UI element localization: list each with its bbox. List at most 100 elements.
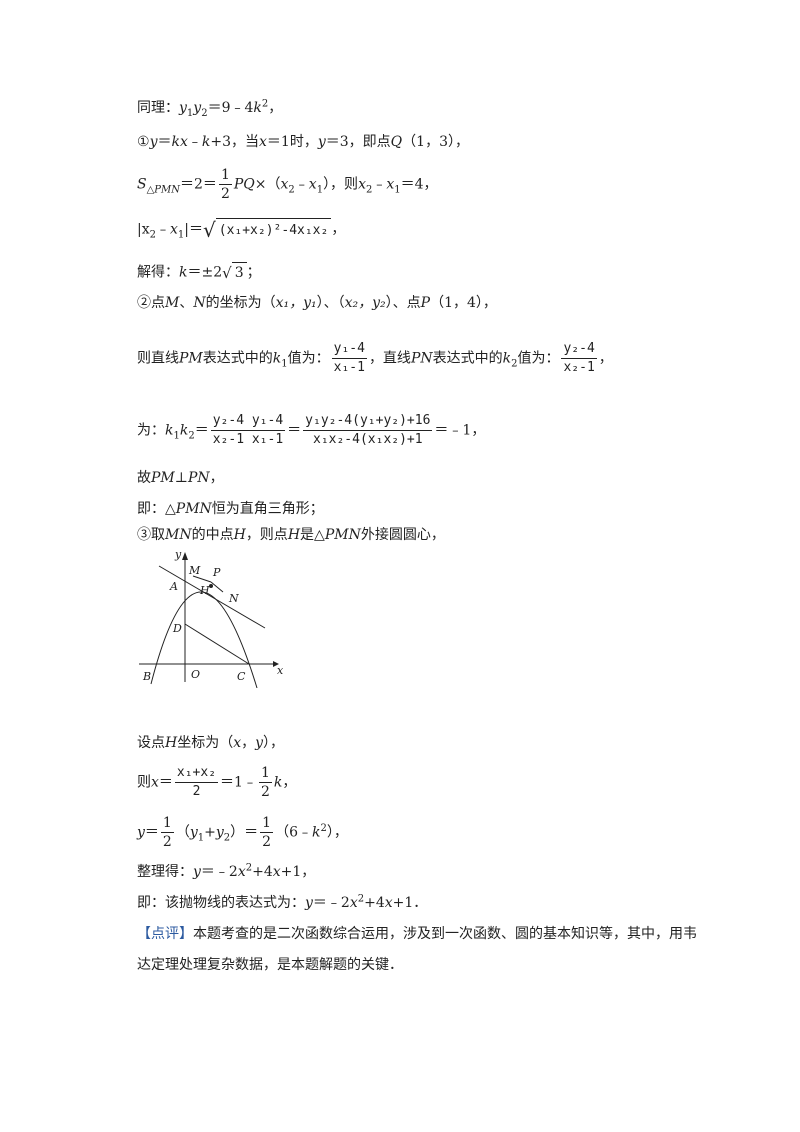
text: ）＝ [230, 824, 259, 841]
text: 即：△ [137, 501, 176, 517]
text: 、 [179, 295, 194, 311]
numerator: y₁-4 [331, 340, 367, 359]
var: k [179, 422, 189, 439]
sub: 2 [201, 107, 208, 119]
label-x: x [277, 664, 284, 677]
parabola-curve [150, 591, 258, 689]
label-o: O [191, 668, 200, 681]
text: ﹣ [294, 176, 309, 193]
text: ，直线 [368, 350, 411, 367]
text: 即：该抛物线的表达式为： [137, 895, 305, 911]
line-an [158, 565, 266, 629]
text: ＝4， [400, 176, 438, 193]
text: ，则点 [245, 527, 288, 543]
text: ）， [263, 735, 285, 751]
text: 则 [137, 774, 151, 791]
var: H [233, 527, 246, 543]
text: 表达式中的 [202, 350, 273, 367]
var: k [179, 264, 188, 281]
square-root: √(x₁+x₂)²-4x₁x₂ [203, 218, 332, 242]
text: 则直线 [137, 350, 179, 367]
sub: 1 [316, 184, 324, 196]
text: 同理： [137, 100, 179, 116]
var: H [165, 735, 178, 751]
line-9: 故PM⊥PN， [137, 468, 224, 488]
var: PN [410, 350, 433, 367]
text: +1． [392, 895, 428, 911]
text: ⊥ [174, 470, 188, 486]
var: x [237, 864, 246, 880]
var: PM [151, 470, 175, 486]
text: 为： [137, 422, 165, 439]
var: k [165, 422, 174, 439]
text: ＝﹣2 [200, 864, 238, 880]
var: P [420, 295, 431, 311]
var: k [272, 350, 282, 367]
text: +4 [252, 864, 273, 880]
var: Q [390, 134, 403, 150]
radical-sign: √ [222, 264, 232, 282]
denominator: x₁x₂-4(x₁x₂)+1 [313, 432, 423, 447]
var: M [165, 295, 180, 311]
comment-text: 达定理处理复杂数据，是本题解题的关键． [137, 957, 403, 973]
text: 表达式中的 [432, 350, 503, 367]
var: x [170, 221, 178, 238]
denominator: 2 [262, 834, 272, 850]
text: ③取 [137, 527, 165, 543]
point-h [209, 584, 213, 588]
text: 的中点 [191, 527, 234, 543]
text: ＝ [158, 774, 173, 791]
var: S [137, 176, 147, 193]
line-4: |x2﹣x1|＝√(x₁+x₂)²-4x₁x₂， [137, 218, 345, 241]
var: y [179, 100, 187, 116]
label-a: A [169, 580, 178, 593]
var: PQ [233, 176, 255, 193]
text: + [204, 824, 216, 841]
var: N [193, 295, 206, 311]
denominator: 2 [192, 784, 201, 799]
var: kx [171, 134, 188, 150]
var: PM [179, 350, 203, 367]
var: H [287, 527, 301, 543]
numerator: x₁+x₂ [174, 764, 219, 783]
var: x [259, 134, 267, 150]
var: x [233, 735, 242, 751]
sub: 1 [281, 358, 288, 370]
var: y [317, 134, 326, 150]
text: +4 [364, 895, 385, 911]
text: +3，当 [210, 134, 259, 150]
text: +1， [280, 864, 316, 880]
text: ＝ [144, 824, 159, 841]
sub: 1 [186, 107, 194, 119]
text: ＝ [287, 422, 302, 439]
label-b: B [142, 670, 151, 683]
var: x₂，y₂ [344, 295, 386, 311]
label-h: H [199, 584, 210, 597]
var: k [312, 824, 321, 841]
var: x [386, 176, 395, 193]
text: ＝1时， [266, 134, 318, 150]
var: MN [165, 527, 192, 543]
line-1: 同理：y1y2＝9﹣4k2， [137, 98, 282, 118]
text: 外接圆圆心， [360, 527, 445, 543]
var: y [215, 824, 224, 841]
radicand: (x₁+x₂)²-4x₁x₂ [215, 218, 332, 241]
var: PMN [175, 501, 212, 517]
denominator: 2 [260, 784, 270, 800]
radical-sign: √ [203, 218, 216, 242]
text: ﹣ [187, 134, 202, 150]
label-d: D [172, 622, 182, 635]
text: ×（ [254, 176, 281, 193]
denominator: x₁-1 [333, 360, 365, 375]
text: |＝ [184, 221, 203, 238]
numerator: y₂-4 y₁-4 [210, 412, 286, 431]
